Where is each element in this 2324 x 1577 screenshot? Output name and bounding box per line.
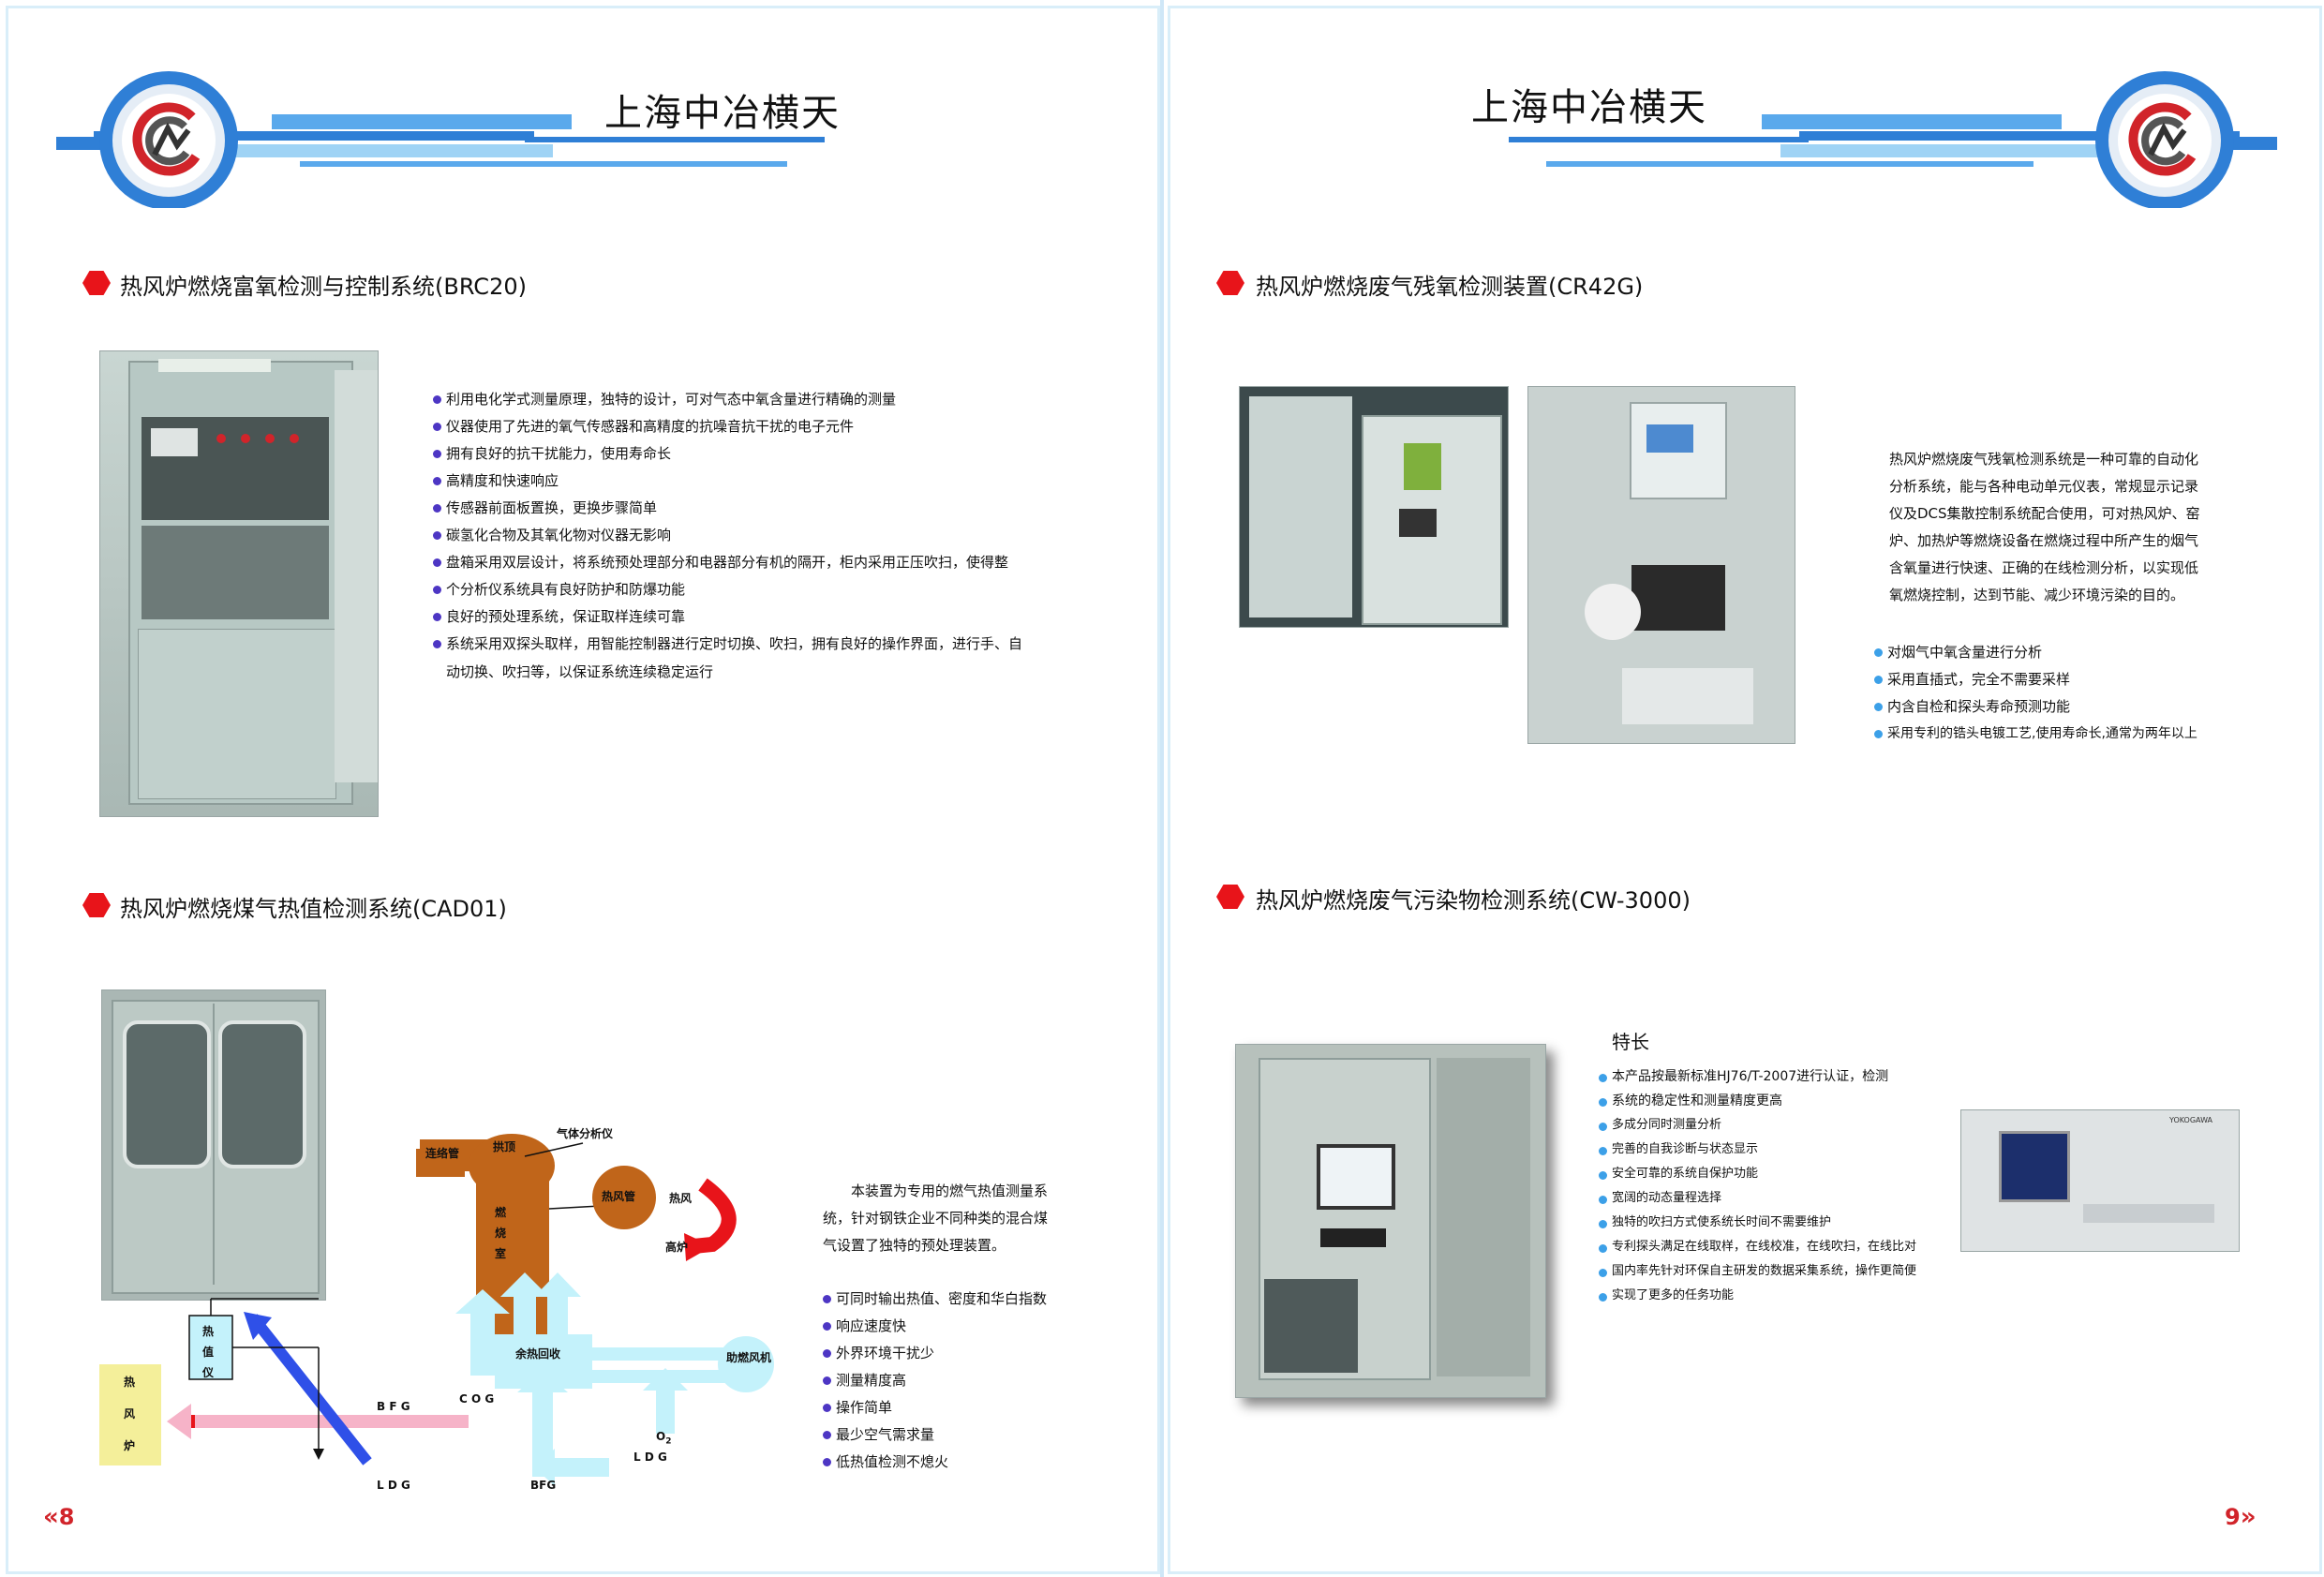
left-logo-icon [132,102,201,176]
left-s1-hex-bullet [82,271,111,295]
list-item: 完善的自我诊断与状态显示 [1597,1138,2000,1162]
right-brand-title: 上海中冶横天 [1471,86,1707,129]
right-page-number: 9» [2225,1503,2257,1531]
list-item: 专利探头满足在线取样，在线校准，在线吹扫，在线比对 [1597,1235,2000,1259]
cr42g-open-cabinet-photo [1239,386,1509,628]
list-item: 内含自检和探头寿命预测功能 [1872,693,2266,721]
right-page-frame [1168,6,2322,1574]
right-s1-hex-bullet [1216,271,1244,295]
diagram-label-bfg-left: B F G [377,1400,410,1413]
list-item: 良好的预处理系统，保证取样连续可靠 [431,603,1106,631]
diagram-label-calorimeter-1: 热 [202,1325,215,1338]
list-item: 响应速度快 [821,1313,1140,1340]
left-s1-bullet-continuation: 动切换、吹扫等，以保证系统连续稳定运行 [446,663,714,680]
right-s2-features-heading: 特长 [1612,1031,1649,1053]
list-item: 安全可靠的系统自保护功能 [1597,1162,2000,1186]
list-item: 宽阔的动态量程选择 [1597,1186,2000,1211]
diagram-label-waste-heat-recovery: 余热回收 [515,1347,561,1361]
cr42g-detail-photo [1527,386,1795,744]
list-item: 本产品按最新标准HJ76/T-2007进行认证，检测 [1597,1064,2000,1089]
diagram-label-connector-pipe: 连络管 [425,1147,460,1160]
diagram-label-hot-stove-2: 风 [124,1407,136,1421]
right-s1-title: 热风炉燃烧废气残氧检测装置(CR42G) [1256,274,1644,300]
instrument-brand-label: YOKOGAWA [2169,1116,2213,1124]
diagram-label-calorimeter-2: 值 [202,1346,215,1359]
list-item: 利用电化学式测量原理，独特的设计，可对气态中氧含量进行精确的测量 [431,386,1106,413]
list-item: 仪器使用了先进的氧气传感器和高精度的抗噪音抗干扰的电子元件 [431,413,1106,440]
left-s2-intro: 本装置为专用的燃气热值测量系 统，针对钢铁企业不同种类的混合煤 气设置了独特的预… [823,1183,1049,1254]
diagram-label-combustion-chamber-3: 室 [495,1247,507,1260]
diagram-label-ldg-left: L D G [377,1479,410,1492]
diagram-label-hot-air: 热风 [669,1192,693,1205]
left-s1-title: 热风炉燃烧富氧检测与控制系统(BRC20) [120,274,527,300]
left-brand-title: 上海中冶横天 [604,92,841,135]
right-s2-bullet-list: 本产品按最新标准HJ76/T-2007进行认证，检测 系统的稳定性和测量精度更高… [1597,1064,2000,1308]
diagram-label-hot-stove-1: 热 [124,1376,136,1389]
diagram-label-blast-furnace: 高炉 [665,1241,689,1254]
list-item: 系统的稳定性和测量精度更高 [1597,1089,2000,1113]
diagram-label-dome: 拱顶 [493,1140,516,1153]
left-page-number: «8 [43,1503,75,1531]
page-divider [1160,0,1164,1577]
list-item: 外界环境干扰少 [821,1340,1140,1367]
diagram-label-gas-analyzer: 气体分析仪 [557,1127,614,1140]
diagram-label-o2: O2 [656,1430,672,1447]
right-s2-title: 热风炉燃烧废气污染物检测系统(CW-3000) [1256,887,1691,914]
list-item: 操作简单 [821,1394,1140,1421]
yokogawa-analyzer-photo: YOKOGAWA [1960,1109,2240,1252]
cad01-cabinet-photo [101,989,326,1301]
list-item: 拥有良好的抗干扰能力，使用寿命长 [431,440,1106,468]
diagram-label-calorimeter-3: 仪 [202,1366,215,1379]
diagram-label-combustion-chamber-1: 燃 [495,1206,507,1219]
list-item: 系统采用双探头取样，用智能控制器进行定时切换、吹扫，拥有良好的操作界面，进行手、… [431,631,1106,658]
list-item: 传感器前面板置换，更换步骤简单 [431,495,1106,522]
left-s1-bullet-list: 利用电化学式测量原理，独特的设计，可对气态中氧含量进行精确的测量 仪器使用了先进… [431,386,1106,658]
left-s2-bullet-list: 可同时输出热值、密度和华白指数 响应速度快 外界环境干扰少 测量精度高 操作简单… [821,1286,1140,1476]
cad01-process-diagram [99,1134,774,1486]
list-item: 低热值检测不熄火 [821,1449,1140,1476]
left-s2-title: 热风炉燃烧煤气热值检测系统(CAD01) [120,896,507,922]
diagram-label-combustion-chamber-2: 烧 [495,1227,507,1240]
list-item: 盘箱采用双层设计，将系统预处理部分和电器部分有机的隔开，柜内采用正压吹扫，使得整 [431,549,1106,576]
cw3000-cabinet-photo [1235,1044,1546,1398]
double-chevron-right-icon: » [2240,1503,2257,1531]
diagram-label-hot-stove-3: 炉 [124,1439,136,1452]
list-item: 碳氢化合物及其氧化物对仪器无影响 [431,522,1106,549]
list-item: 个分析仪系统具有良好防护和防爆功能 [431,576,1106,603]
right-s1-bullet-list: 对烟气中氧含量进行分析 采用直插式，完全不需要采样 内含自检和探头寿命预测功能 … [1872,639,2266,748]
list-item: 独特的吹扫方式使系统长时间不需要维护 [1597,1211,2000,1235]
list-item: 可同时输出热值、密度和华白指数 [821,1286,1140,1313]
list-item: 采用专利的锆头电镀工艺,使用寿命长,通常为两年以上 [1872,721,2266,748]
double-chevron-left-icon: « [43,1503,59,1531]
diagram-label-bfg-bottom: BFG [530,1479,557,1492]
diagram-label-hot-blast-pipe: 热风管 [602,1190,636,1203]
diagram-label-cog: C O G [459,1392,495,1406]
right-s1-paragraph: 热风炉燃烧废气残氧检测系统是一种可靠的自动化 分析系统，能与各种电动单元仪表，常… [1889,451,2200,603]
diagram-label-combustion-fan: 助燃风机 [726,1351,772,1364]
list-item: 最少空气需求量 [821,1421,1140,1449]
right-logo-icon [2128,102,2197,176]
list-item: 实现了更多的任务功能 [1597,1284,2000,1308]
list-item: 高精度和快速响应 [431,468,1106,495]
brc20-cabinet-photo [99,350,379,817]
left-page-frame [6,6,1160,1574]
list-item: 国内率先针对环保自主研发的数据采集系统，操作更简便 [1597,1259,2000,1284]
list-item: 对烟气中氧含量进行分析 [1872,639,2266,666]
list-item: 多成分同时测量分析 [1597,1113,2000,1138]
diagram-label-ldg-bottom: L D G [633,1451,667,1464]
list-item: 测量精度高 [821,1367,1140,1394]
list-item: 采用直插式，完全不需要采样 [1872,666,2266,693]
